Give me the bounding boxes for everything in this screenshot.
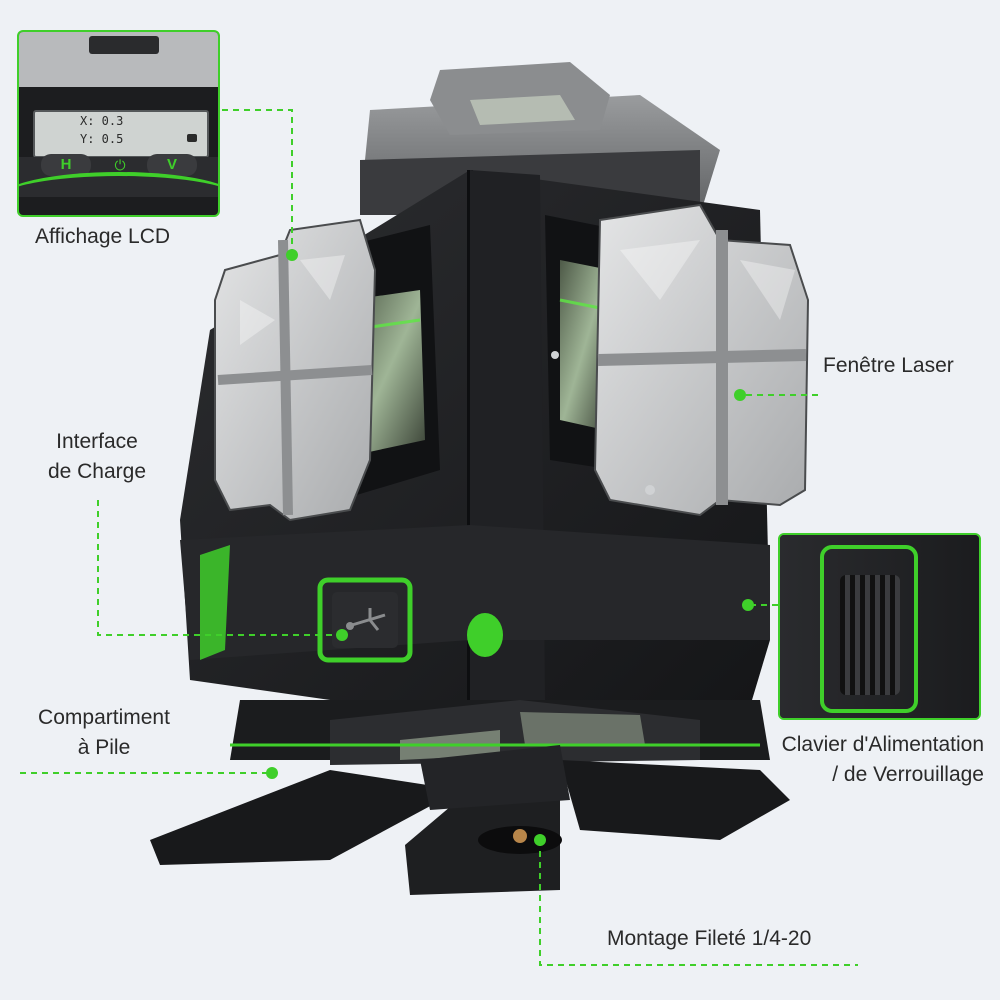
lcd-inset: X: 0.3 Y: 0.5 H ⏻ V [17, 30, 220, 217]
callout-lines [20, 109, 858, 966]
usb-icon [346, 608, 386, 631]
callout-dots [266, 249, 754, 846]
base [230, 700, 770, 765]
label-battery: Compartiment à Pile [38, 706, 170, 759]
label-laser-window: Fenêtre Laser [823, 354, 954, 377]
charge-port [317, 577, 413, 663]
power-lock-icon: ⏻ [114, 157, 126, 173]
thread-mount [478, 826, 562, 854]
label-power-lock: Clavier d'Alimentation / de Verrouillage [781, 733, 984, 786]
power-lock-inset [778, 533, 981, 720]
lcd-row-2: Y: 0.5 [80, 132, 124, 146]
label-lcd: Affichage LCD [35, 225, 171, 248]
label-mount: Montage Fileté 1/4-20 [607, 927, 812, 950]
lcd-row-1: X: 0.3 [80, 114, 124, 128]
cross-panel-right [551, 203, 810, 517]
label-charge-interface: Interface de Charge [47, 430, 147, 483]
power-indicator-button [467, 613, 503, 657]
power-lock-switch [840, 575, 900, 695]
h-key: H [41, 154, 91, 176]
cross-panel-left [214, 218, 377, 522]
base-feet [150, 745, 790, 895]
lock-icon [187, 134, 197, 142]
lcd-display: X: 0.3 Y: 0.5 [33, 110, 209, 158]
v-key: V [147, 154, 197, 176]
